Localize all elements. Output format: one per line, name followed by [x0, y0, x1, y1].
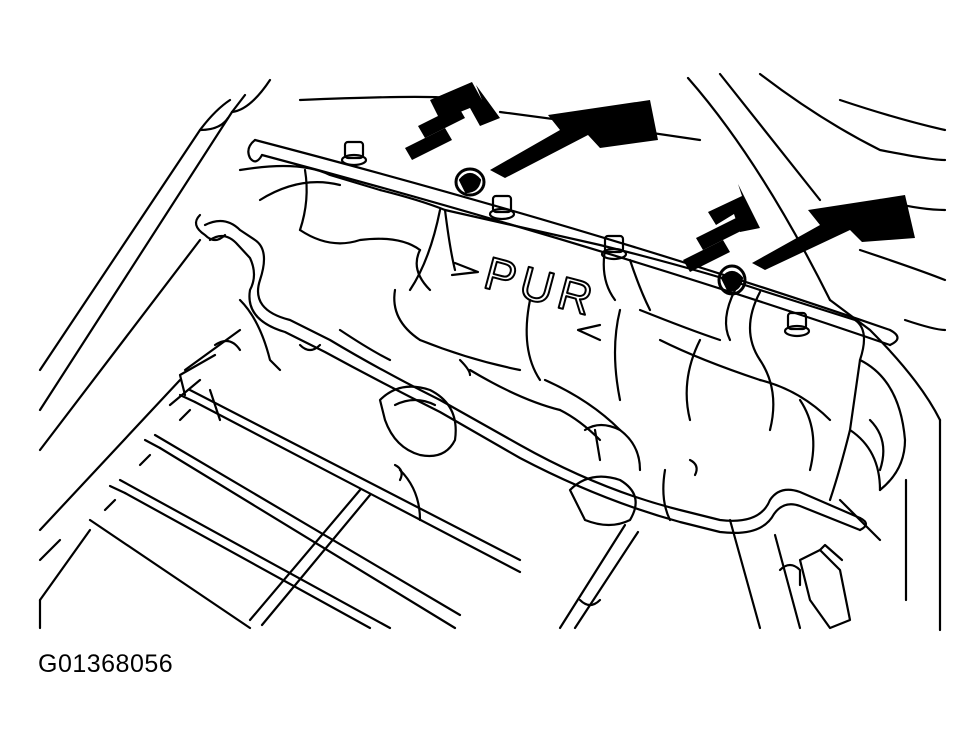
housing-body [238, 164, 907, 502]
retaining-clip-icon [454, 167, 486, 197]
dashed-arrow-icon [683, 184, 760, 272]
mounting-stud-icon [600, 234, 628, 261]
mounting-studs [340, 140, 811, 338]
lower-grille [88, 388, 640, 630]
mounting-stud-icon [488, 194, 516, 221]
housing-label-arrows [450, 261, 602, 342]
figure-id-label: G01368056 [38, 650, 174, 678]
outer-body-lines [38, 72, 947, 632]
housing-label: PUR [479, 246, 604, 326]
right-side-components [728, 418, 885, 630]
dashed-arrow-icon [405, 82, 500, 160]
retaining-clip-icon [717, 264, 747, 296]
solid-arrow-icon [490, 100, 658, 178]
central-fittings [378, 358, 698, 527]
mounting-stud-icon [783, 311, 811, 338]
solid-arrow-icon [752, 195, 915, 270]
mounting-stud-icon [340, 140, 368, 167]
